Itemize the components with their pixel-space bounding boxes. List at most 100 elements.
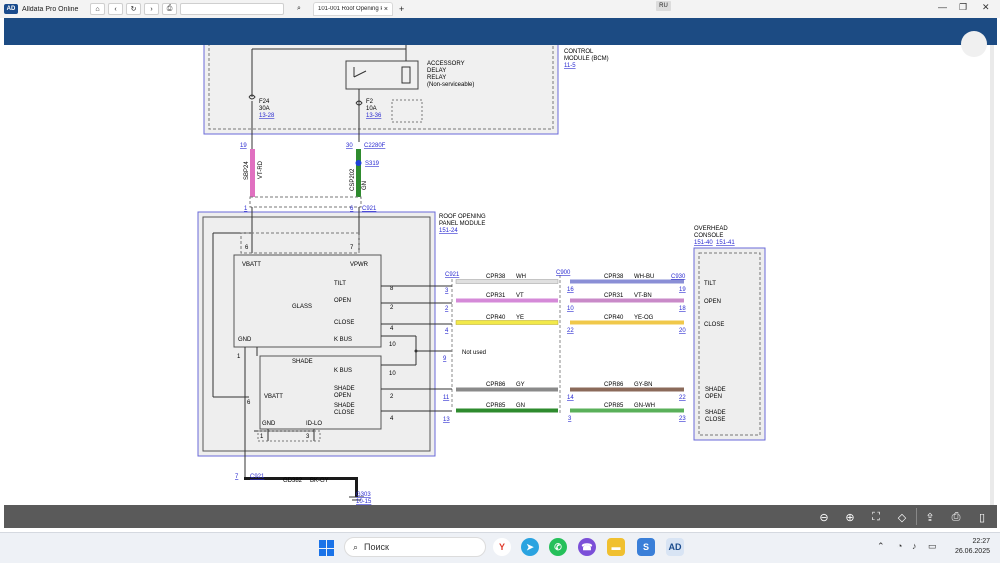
- whatsapp-icon[interactable]: ✆: [549, 538, 567, 556]
- pin-1-link[interactable]: 1: [244, 206, 248, 212]
- zoom-in-icon[interactable]: ⊕: [845, 511, 855, 524]
- circuit-3-name-r: CPR86: [604, 382, 624, 388]
- tag-icon[interactable]: ◇: [897, 511, 907, 524]
- not-used-label: Not used: [462, 350, 486, 356]
- circuit-0-left-pin[interactable]: 3: [445, 288, 449, 294]
- ground-conn-link[interactable]: C921: [250, 474, 265, 480]
- circuit-0-color: WH: [516, 274, 526, 280]
- shade-pin-idlo: 3: [306, 434, 310, 440]
- ground-pin-link[interactable]: 7: [235, 474, 239, 480]
- circuit-4-left-pin[interactable]: 13: [443, 417, 450, 423]
- circuit-2-mid-pin[interactable]: 22: [567, 328, 574, 334]
- new-tab-button[interactable]: +: [399, 4, 405, 14]
- conn-c921-link[interactable]: C921: [362, 206, 377, 212]
- wiring-diagram-viewport[interactable]: CONTROL MODULE (BCM) 11-5 ACCESSORY DELA…: [4, 45, 997, 505]
- circuit-0-right-pin[interactable]: 19: [679, 287, 686, 293]
- clock-time: 22:27: [972, 538, 990, 545]
- overhead-open: OPEN: [704, 299, 721, 305]
- circuit-4-right-pin[interactable]: 23: [679, 416, 686, 422]
- volume-icon[interactable]: ♪: [912, 541, 917, 551]
- glass-vpwr: VPWR: [350, 262, 369, 268]
- close-window-icon[interactable]: ✕: [982, 2, 990, 12]
- ground-ref-link[interactable]: 10-15: [356, 499, 372, 505]
- circuit-1-mid-pin[interactable]: 10: [567, 306, 574, 312]
- circuit-3-right-pin[interactable]: 22: [679, 395, 686, 401]
- wifi-icon[interactable]: ◔: [897, 541, 903, 551]
- forward-button[interactable]: ›: [144, 3, 159, 15]
- alldata-taskbar-icon[interactable]: AD: [666, 538, 684, 556]
- address-input[interactable]: [180, 3, 284, 15]
- circuit-1-left-pin[interactable]: 2: [445, 306, 449, 312]
- minimize-icon[interactable]: —: [938, 2, 947, 12]
- overhead-ref2-link[interactable]: 151-41: [716, 240, 735, 246]
- overhead-shade-open-1: SHADE: [705, 387, 726, 393]
- circuit-3-name: CPR86: [486, 382, 506, 388]
- fuse-f2-rating: 10A: [366, 106, 377, 112]
- print-icon[interactable]: ⎙: [951, 510, 961, 523]
- refresh-icon: ↻: [130, 6, 137, 13]
- bookmark-icon[interactable]: ▯: [978, 511, 986, 524]
- pin-6-link[interactable]: 6: [350, 206, 354, 212]
- not-used-pin-link[interactable]: 9: [443, 356, 447, 362]
- bcm-label-2: MODULE (BCM): [564, 56, 609, 62]
- taskbar-search[interactable]: ⌕ Поиск: [344, 537, 486, 557]
- close-icon[interactable]: ×: [383, 5, 388, 13]
- circuit-1-right-pin[interactable]: 18: [679, 306, 686, 312]
- shade-close-2: CLOSE: [334, 410, 354, 416]
- pin-30-link[interactable]: 30: [346, 143, 353, 149]
- splice-s319-link[interactable]: S319: [365, 161, 380, 167]
- windows-start-icon[interactable]: [319, 540, 335, 556]
- overhead-ref1-link[interactable]: 151-40: [694, 240, 713, 246]
- yandex-browser-icon[interactable]: Y: [493, 538, 511, 556]
- tray-chevron-up-icon[interactable]: ⌃: [877, 541, 885, 551]
- vertical-scrollbar[interactable]: [984, 45, 996, 505]
- ground-g303-link[interactable]: G303: [356, 492, 371, 498]
- circuit-2-right-pin[interactable]: 20: [679, 328, 686, 334]
- rom-ref-link[interactable]: 151-24: [439, 228, 458, 234]
- search-button[interactable]: ⌕: [287, 3, 311, 15]
- glass-pin-tilt: 8: [390, 286, 394, 292]
- fuse-f24-ref-link[interactable]: 13-28: [259, 113, 275, 119]
- circuit-0-name-r: CPR38: [604, 274, 624, 280]
- home-button[interactable]: ⌂: [90, 3, 105, 15]
- c930-inline-link[interactable]: C930: [671, 274, 686, 280]
- circuit-3-mid-pin[interactable]: 14: [567, 395, 574, 401]
- shade-title: SHADE: [292, 359, 313, 365]
- shade-gnd: GND: [262, 421, 276, 427]
- floating-action-button[interactable]: [961, 31, 987, 57]
- fit-screen-icon[interactable]: ⛶: [872, 510, 880, 523]
- system-clock[interactable]: 22:27 26.06.2025: [940, 537, 990, 557]
- circuit-0-mid-pin[interactable]: 16: [567, 287, 574, 293]
- scrollbar-thumb[interactable]: [990, 45, 994, 505]
- print-button[interactable]: ⎙: [162, 3, 177, 15]
- file-explorer-icon[interactable]: ▬: [607, 538, 625, 556]
- viber-icon[interactable]: ☎: [578, 538, 596, 556]
- telegram-icon[interactable]: ➤: [521, 538, 539, 556]
- circuit-4-color: GN: [516, 403, 525, 409]
- shade-open-1: SHADE: [334, 386, 355, 392]
- circuit-1-color-r: VT-BN: [634, 293, 652, 299]
- back-button[interactable]: ‹: [108, 3, 123, 15]
- circuit-csp202: CSP202: [350, 168, 356, 191]
- app-s-icon[interactable]: S: [637, 538, 655, 556]
- battery-icon[interactable]: ▭: [928, 541, 937, 551]
- conn-c2280f-link[interactable]: C2280F: [364, 143, 386, 149]
- fuse-f2-ref-link[interactable]: 13-36: [366, 113, 382, 119]
- tab-roof-opening[interactable]: 101-001 Roof Opening P ×: [313, 2, 393, 16]
- circuit-3-left-pin[interactable]: 11: [443, 395, 450, 401]
- overhead-shade-open-2: OPEN: [705, 394, 722, 400]
- c900-inline-link[interactable]: C900: [556, 270, 571, 276]
- reload-button[interactable]: ↻: [126, 3, 141, 15]
- maximize-icon[interactable]: ❐: [959, 2, 968, 12]
- export-icon[interactable]: ⇪: [925, 511, 935, 524]
- c921-inline-link[interactable]: C921: [445, 272, 460, 278]
- circuit-4-mid-pin[interactable]: 3: [568, 416, 572, 422]
- pin-19-link[interactable]: 19: [240, 143, 247, 149]
- circuit-2-left-pin[interactable]: 4: [445, 328, 449, 334]
- glass-pin-gnd: 1: [237, 354, 241, 360]
- bcm-ref-link[interactable]: 11-5: [564, 63, 576, 69]
- app-title: Alldata Pro Online: [22, 5, 79, 13]
- language-badge[interactable]: RU: [656, 1, 671, 11]
- zoom-out-icon[interactable]: ⊖: [819, 511, 829, 524]
